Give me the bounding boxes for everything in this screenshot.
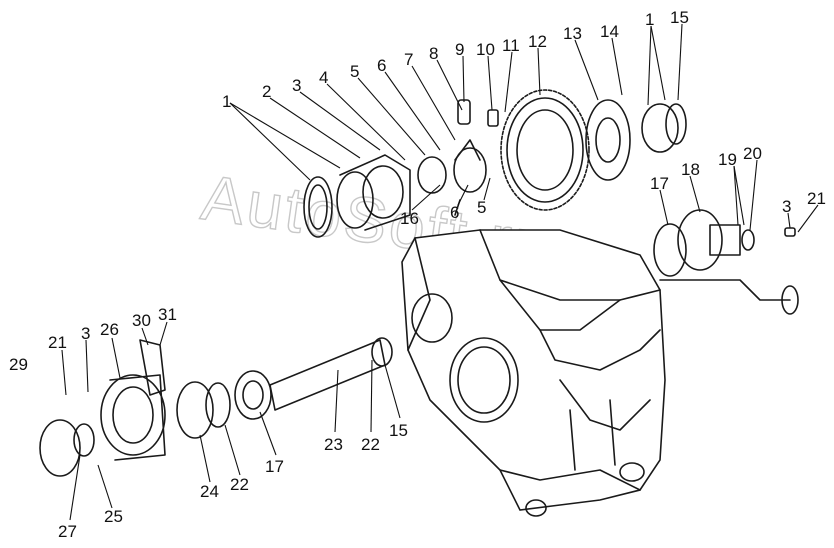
callout-7: 7 bbox=[404, 50, 413, 69]
bearing-cage-left bbox=[336, 154, 411, 231]
callout-27: 27 bbox=[58, 522, 77, 541]
callout-8: 8 bbox=[429, 44, 438, 63]
callout-19: 19 bbox=[718, 150, 737, 169]
callout-3-right: 3 bbox=[782, 197, 791, 216]
shaft-23 bbox=[269, 337, 393, 411]
callout-17-left: 17 bbox=[265, 457, 284, 476]
callout-5-top: 5 bbox=[350, 62, 359, 81]
callout-2: 2 bbox=[262, 82, 271, 101]
callout-23: 23 bbox=[324, 435, 343, 454]
callout-22-center: 22 bbox=[361, 435, 380, 454]
callout-12: 12 bbox=[528, 32, 547, 51]
callout-10: 10 bbox=[476, 40, 495, 59]
gear-17-left bbox=[234, 370, 272, 420]
callout-9: 9 bbox=[455, 40, 464, 59]
callout-15-bottom: 15 bbox=[389, 421, 408, 440]
callout-3-left: 3 bbox=[81, 324, 90, 343]
callout-31: 31 bbox=[158, 305, 177, 324]
callout-24: 24 bbox=[200, 482, 219, 501]
callout-6-bottom: 6 bbox=[450, 203, 459, 222]
callout-29: 29 bbox=[9, 355, 28, 374]
callout-14: 14 bbox=[600, 22, 619, 41]
snap-ring-29 bbox=[39, 419, 81, 477]
callout-16: 16 bbox=[400, 209, 419, 228]
callout-leaders bbox=[61, 23, 819, 521]
bearing-left-1 bbox=[303, 176, 333, 238]
callout-30: 30 bbox=[132, 311, 151, 330]
callout-1-right: 1 bbox=[645, 10, 654, 29]
callout-17-right: 17 bbox=[650, 174, 669, 193]
cover-26 bbox=[100, 374, 166, 461]
bearing-24 bbox=[176, 381, 231, 439]
callout-6-top: 6 bbox=[377, 56, 386, 75]
callout-11: 11 bbox=[502, 36, 520, 55]
bracket-30-31 bbox=[139, 339, 166, 396]
callout-22-left: 22 bbox=[230, 475, 249, 494]
callout-4: 4 bbox=[319, 68, 328, 87]
seal-27 bbox=[73, 423, 95, 457]
callout-25: 25 bbox=[104, 507, 123, 526]
callout-20: 20 bbox=[743, 144, 762, 163]
callout-21-left: 21 bbox=[48, 333, 67, 352]
callout-26: 26 bbox=[100, 320, 119, 339]
callout-21-right: 21 bbox=[807, 189, 826, 208]
right-shaft-group bbox=[653, 209, 799, 315]
bearing-right-15 bbox=[641, 103, 687, 153]
callout-5-bottom: 5 bbox=[477, 198, 486, 217]
callout-18: 18 bbox=[681, 160, 700, 179]
callout-1-left: 1 bbox=[222, 92, 231, 111]
callout-15-top: 15 bbox=[670, 8, 689, 27]
crown-wheel-12 bbox=[500, 89, 590, 211]
gearbox-housing bbox=[401, 229, 666, 517]
callout-labels: 1 2 3 4 5 6 7 8 9 10 11 12 13 14 1 15 16… bbox=[9, 8, 826, 541]
differential-cage-13 bbox=[585, 99, 631, 181]
callout-13: 13 bbox=[563, 24, 582, 43]
callout-3-top: 3 bbox=[292, 76, 301, 95]
